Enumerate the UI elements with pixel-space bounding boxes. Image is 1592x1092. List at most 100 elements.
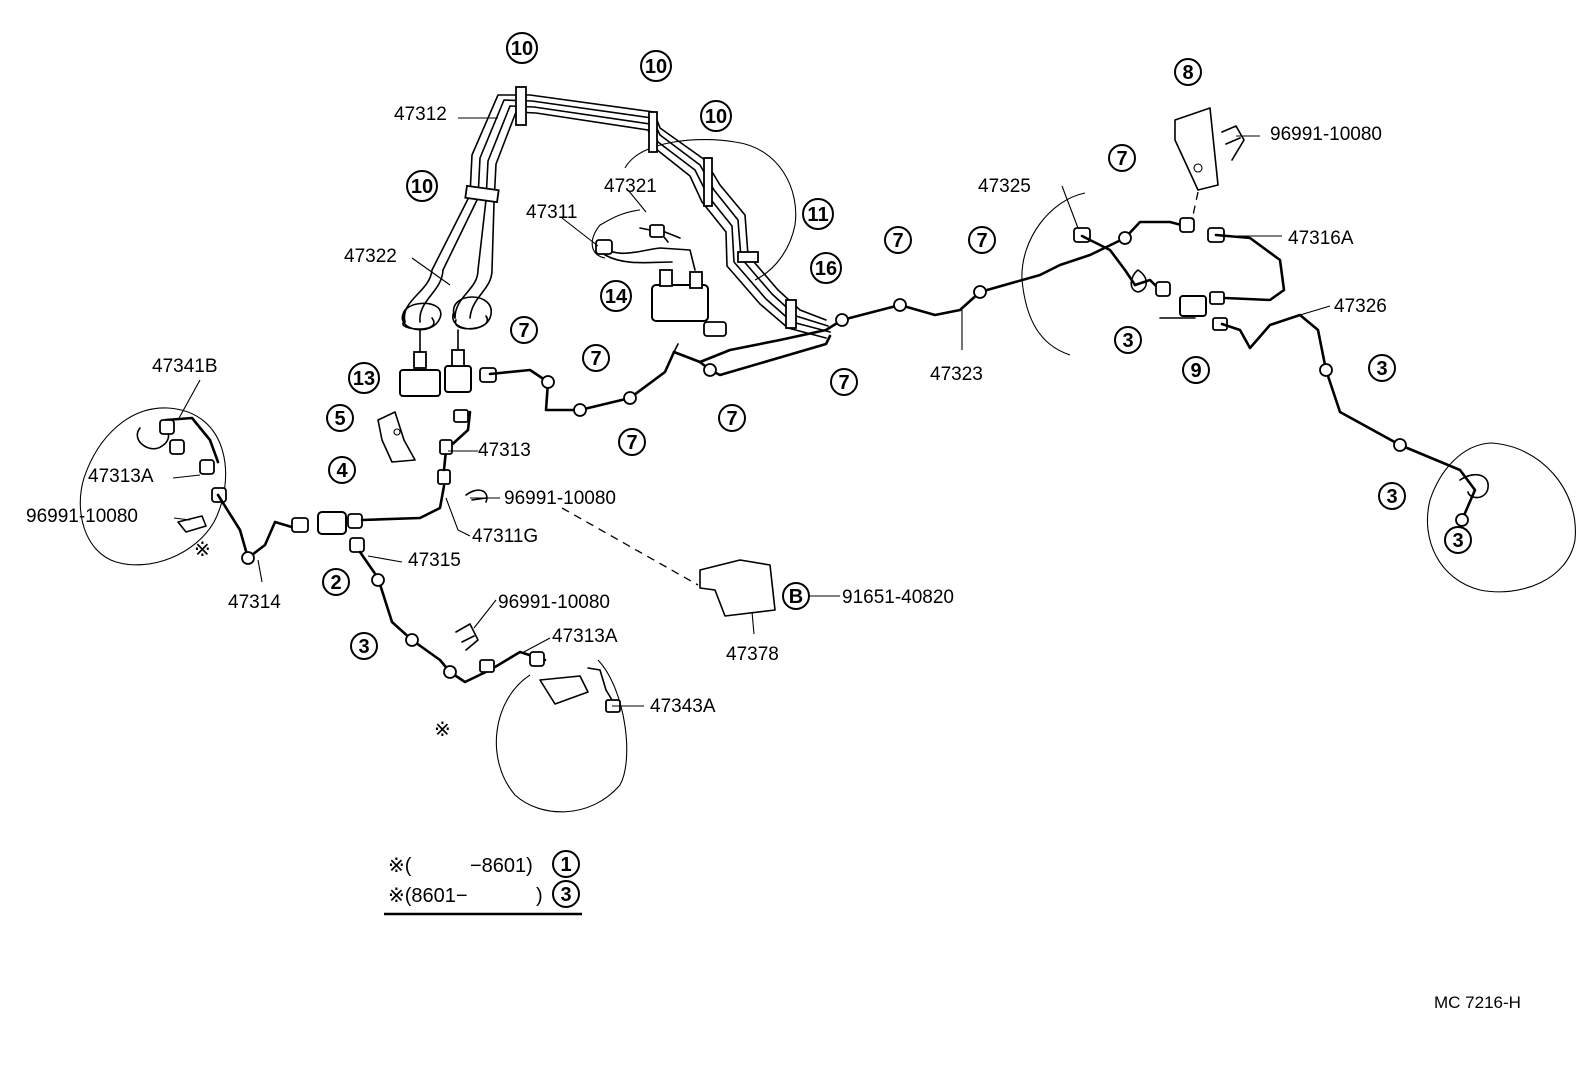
- clip-10-a: [515, 86, 527, 126]
- callout-number: 3: [358, 636, 369, 658]
- callout-number: 3: [1122, 330, 1133, 352]
- part-label-p47316A: 47316A: [1288, 228, 1354, 249]
- part-number-labels: 4731247322473214731147341B47313A96991-10…: [26, 104, 1387, 717]
- callout-circle: [782, 582, 810, 610]
- part-label-p47313A1: 47313A: [88, 466, 154, 487]
- figure-code: MC 7216-H: [1434, 993, 1521, 1012]
- part-label-p47326: 47326: [1334, 296, 1387, 317]
- callout-circle: [582, 344, 610, 372]
- part-label-p47311: 47311: [526, 202, 577, 223]
- callout-number: 7: [518, 320, 529, 342]
- proportioning-valve: [651, 284, 709, 322]
- callout-number: B: [789, 586, 803, 608]
- reference-mark: ※: [434, 719, 451, 741]
- callout-number: 7: [976, 230, 987, 252]
- callout-c3c: 3: [1368, 354, 1396, 382]
- callout-c7h: 7: [1108, 144, 1136, 172]
- callout-circle: [700, 100, 732, 132]
- note-row1-open: ※(: [388, 855, 412, 877]
- part-label-p47311G: 47311G: [472, 526, 538, 547]
- bracket-leader-rear: [1191, 191, 1199, 221]
- callout-c16: 16: [810, 252, 842, 284]
- callout-number: 3: [1452, 530, 1463, 552]
- callout-circle: [1182, 356, 1210, 384]
- callout-number: 2: [330, 572, 341, 594]
- callout-c3a: 3: [350, 632, 378, 660]
- front-left-wheel-outline: [79, 407, 227, 566]
- front-right-lines: [349, 537, 621, 713]
- callout-number: 3: [1386, 486, 1397, 508]
- part-label-p47378: 47378: [726, 644, 779, 665]
- callout-c10d: 10: [406, 170, 438, 202]
- callout-number: 13: [353, 368, 375, 390]
- serial-range-note: ※(−8601)※(8601−)13: [384, 850, 582, 916]
- callout-circle: [618, 428, 646, 456]
- part-label-p96991d: 96991-10080: [1270, 124, 1382, 145]
- callout-circle: [640, 50, 672, 82]
- clip-10-b: [648, 111, 658, 153]
- front-right-wheel-outline: [495, 659, 628, 813]
- part-label-p47313A2: 47313A: [552, 626, 618, 647]
- part-label-p96991c: 96991-10080: [498, 592, 610, 613]
- callout-number: 7: [590, 348, 601, 370]
- clip-16: [785, 299, 797, 329]
- part-label-p47312: 47312: [394, 104, 447, 125]
- callout-c5: 5: [326, 404, 354, 432]
- callout-c10c: 10: [700, 100, 732, 132]
- callout-circle: [884, 226, 912, 254]
- callout-circle: [348, 362, 380, 394]
- callout-number: 16: [815, 258, 837, 280]
- callout-c2: 2: [322, 568, 350, 596]
- callout-circle: [600, 280, 632, 312]
- part-label-p47325: 47325: [978, 176, 1031, 197]
- callout-circle: [510, 316, 538, 344]
- part-label-p47323: 47323: [930, 364, 983, 385]
- part-label-p47341B: 47341B: [152, 356, 218, 377]
- front-left-lines: [136, 409, 488, 565]
- rear-right-wheel-outline: [1426, 442, 1576, 593]
- callout-c7d: 7: [718, 404, 746, 432]
- callout-c3b: 3: [1114, 326, 1142, 354]
- callout-c3d: 3: [1378, 482, 1406, 510]
- leaders: [172, 117, 1331, 707]
- reference-mark: ※: [194, 539, 211, 561]
- callout-number: 14: [605, 286, 628, 308]
- callout-c14: 14: [600, 280, 632, 312]
- callout-number: 10: [645, 56, 667, 78]
- bracket-47378: [699, 559, 776, 617]
- callout-number: 7: [838, 372, 849, 394]
- callout-number: 10: [705, 106, 727, 128]
- note-row2-close: ): [536, 885, 543, 907]
- booster-outline: [591, 209, 641, 259]
- callout-c3e: 3: [1444, 526, 1472, 554]
- callout-circle: [328, 456, 356, 484]
- callout-circle: [810, 252, 842, 284]
- callout-circle: [506, 32, 538, 64]
- callout-circle: [1378, 482, 1406, 510]
- note-row2-open: ※(8601−: [388, 885, 468, 907]
- rear-axle-lines: [1073, 107, 1489, 527]
- callout-circle: [830, 368, 858, 396]
- callout-c8: 8: [1174, 58, 1202, 86]
- clip-10-d: [464, 184, 500, 204]
- callout-c7b: 7: [582, 344, 610, 372]
- callout-circle: [350, 632, 378, 660]
- bracket-leader-front: [561, 507, 699, 586]
- coil-left: [401, 302, 442, 331]
- part-label-p47343A: 47343A: [650, 696, 716, 717]
- callout-c7c: 7: [618, 428, 646, 456]
- three-way-joint: [399, 369, 441, 397]
- center-lines: [488, 220, 1187, 417]
- front-junction: [317, 511, 347, 535]
- bundle-clips: [464, 86, 797, 329]
- part-label-p47322: 47322: [344, 246, 397, 267]
- callout-c7a: 7: [510, 316, 538, 344]
- callout-circle: [406, 170, 438, 202]
- part-label-p47314: 47314: [228, 592, 281, 613]
- callout-number: 8: [1182, 62, 1193, 84]
- note-row1-range: −8601): [470, 855, 533, 877]
- callout-cB: B: [782, 582, 810, 610]
- part-label-p91651: 91651-40820: [842, 587, 954, 608]
- clip-11: [737, 251, 759, 263]
